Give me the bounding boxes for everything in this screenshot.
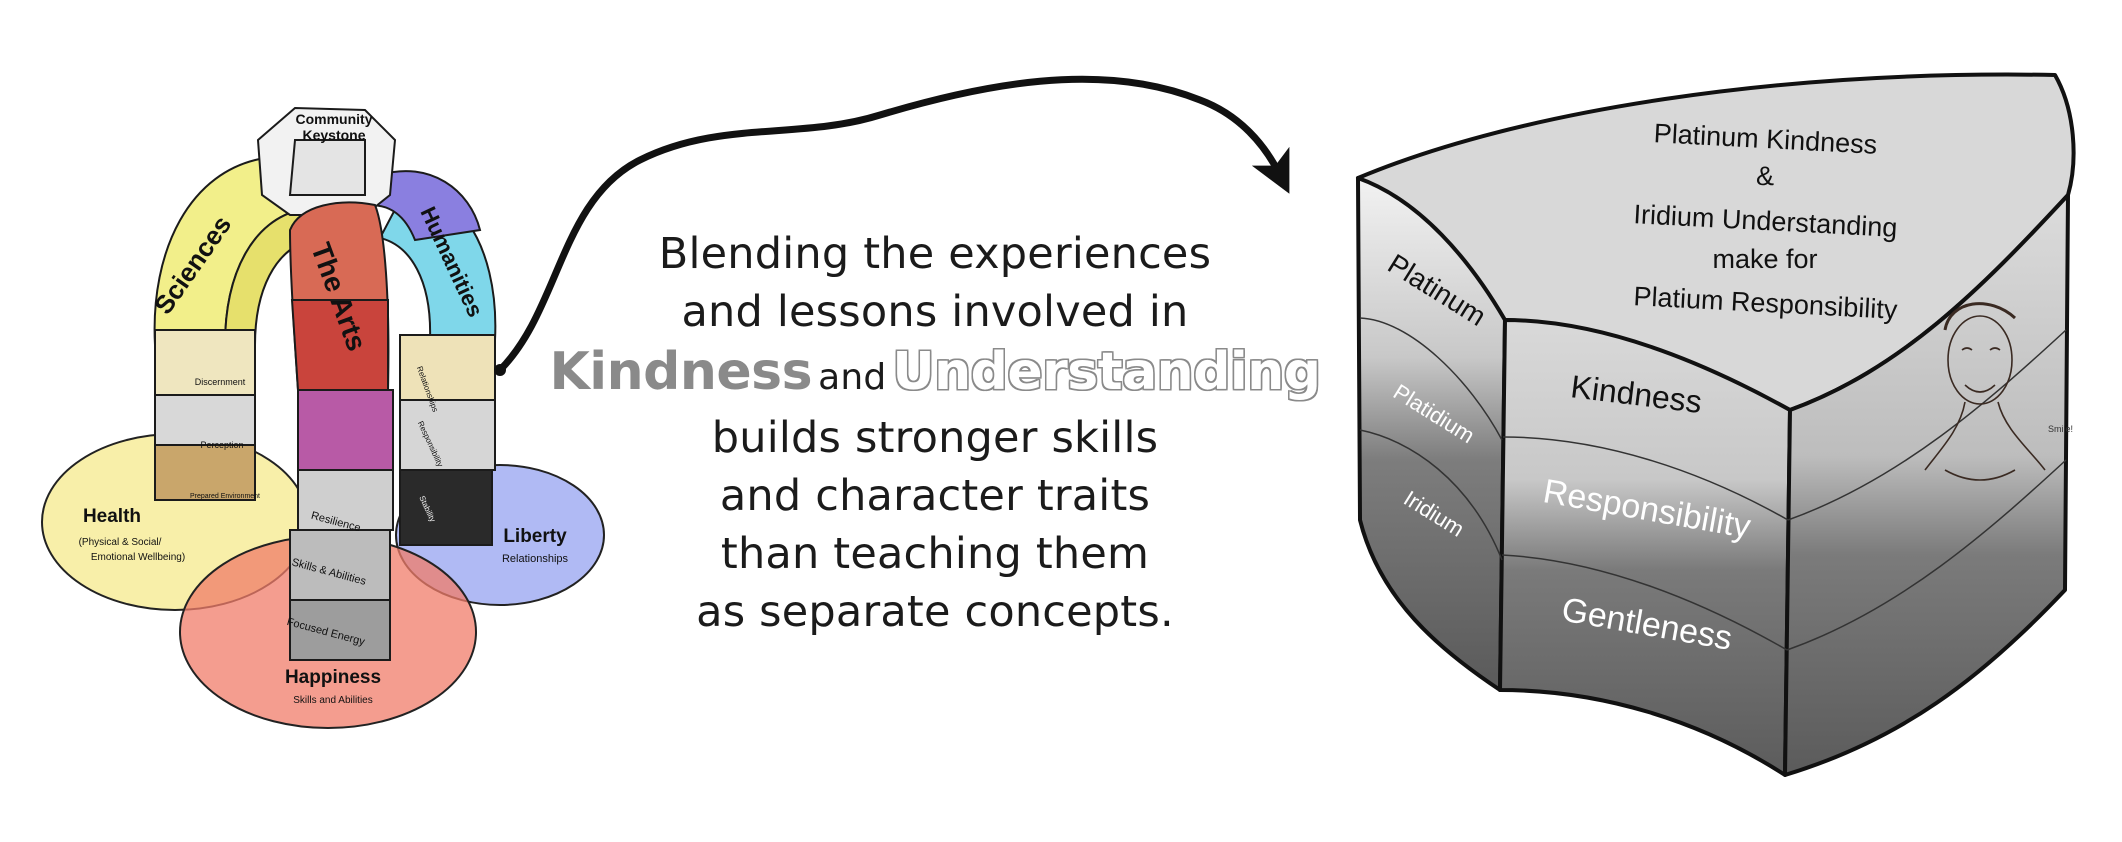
- left-block-1: [154, 329, 256, 396]
- left-block-label-1: Discernment: [195, 377, 246, 387]
- center-block-1: [297, 469, 394, 531]
- liberty-title: Liberty: [503, 526, 567, 547]
- health-title: Health: [83, 506, 141, 527]
- keyword-kindness: Kindness: [549, 342, 813, 402]
- circle-labels: Health (Physical & Social/ Emotional Wel…: [79, 506, 569, 706]
- center-block-2: [289, 529, 391, 601]
- arrow-tail-dot: [494, 364, 506, 376]
- connector-arrow: [496, 75, 1290, 374]
- statement-line-4: builds stronger skills: [711, 413, 1159, 463]
- block-band-lines: [1359, 317, 2067, 651]
- statement-line-5: and character traits: [719, 471, 1151, 521]
- left-block-label-2: Perception: [200, 440, 243, 450]
- keyword-and: and: [818, 357, 887, 398]
- keystone-label-1: Community: [296, 111, 373, 127]
- center-statement: Blending the experiences and lessons inv…: [540, 225, 1330, 641]
- statement-line-6: than teaching them: [720, 529, 1150, 579]
- health-sub-2: Emotional Wellbeing): [91, 552, 185, 563]
- happiness-title: Happiness: [285, 667, 381, 688]
- left-block-label-3: Prepared Environment: [190, 493, 260, 500]
- top-line-4: make for: [1712, 244, 1817, 274]
- portrait-caption: Smile!: [2048, 424, 2073, 434]
- right-block-1: [399, 334, 496, 401]
- top-line-2: &: [1756, 161, 1774, 191]
- center-block-3: [289, 599, 391, 661]
- happiness-sub: Skills and Abilities: [293, 695, 372, 706]
- right-block-3: [399, 469, 493, 546]
- material-block: [1356, 72, 2076, 777]
- center-block-purple: [297, 389, 394, 471]
- humanities-arch-top: [368, 170, 482, 242]
- statement-line-2: and lessons involved in: [681, 287, 1189, 337]
- keystone-label-2: Keystone: [302, 127, 365, 143]
- health-sub-1: (Physical & Social/: [79, 537, 162, 548]
- portrait-sketch: [1924, 302, 2046, 481]
- arch: [153, 106, 497, 661]
- statement-line-1: Blending the experiences: [658, 229, 1212, 279]
- left-block-2: [154, 394, 256, 446]
- portrait-head: [1947, 315, 2013, 405]
- keyword-understanding: Understanding: [892, 342, 1321, 402]
- liberty-sub: Relationships: [502, 553, 569, 565]
- left-block-3: [154, 444, 256, 501]
- block-right-face: [1783, 193, 2070, 777]
- right-block-2: [399, 399, 496, 471]
- statement-line-7: as separate concepts.: [696, 587, 1174, 637]
